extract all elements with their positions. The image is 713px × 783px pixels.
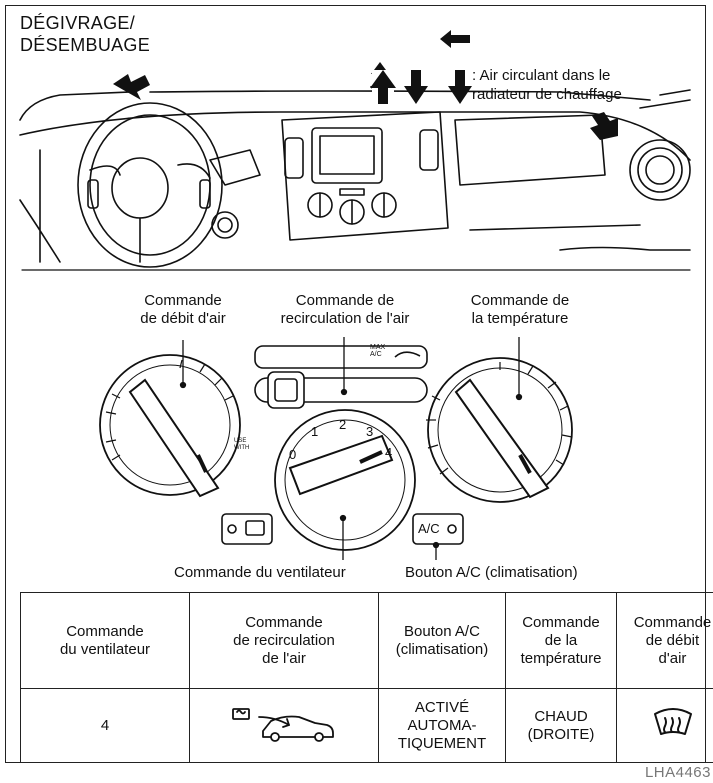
- fan-callout: Commande du ventilateur: [174, 564, 346, 581]
- fan-speed-3: 3: [366, 424, 374, 439]
- fan-dial: [274, 409, 416, 551]
- ac-button-callout: Bouton A/C (climatisation): [405, 564, 578, 581]
- ac-button-label: A/C: [418, 521, 440, 536]
- header-air-flow: Commande de débit d'air: [616, 592, 713, 689]
- recirculation-lever: [254, 345, 428, 409]
- table-header-row: Commande du ventilateur Commande de reci…: [20, 592, 713, 689]
- figure-code: LHA4463: [644, 764, 711, 781]
- header-fan: Commande du ventilateur: [20, 592, 190, 689]
- recirculation-callout: Commande de recirculation de l'air: [280, 292, 410, 327]
- cell-temperature: CHAUD (DROITE): [505, 688, 617, 763]
- arrow-legend-icon: [440, 30, 470, 48]
- use-with-label: USE WITH: [234, 438, 250, 451]
- temperature-callout: Commande de la température: [470, 292, 570, 327]
- fan-speed-2: 2: [339, 417, 347, 432]
- table-row: 4 ACTIVÉ AUTOMA- TIQUEMENT CHAUD (DROITE…: [20, 688, 713, 763]
- fan-speed-4: 4: [385, 445, 393, 460]
- recirculation-icon: [232, 708, 334, 742]
- fan-speed-1: 1: [311, 424, 319, 439]
- cell-air-flow: [616, 688, 713, 763]
- max-ac-label: MAX A/C: [370, 344, 386, 358]
- settings-table: Commande du ventilateur Commande de reci…: [20, 592, 713, 763]
- air-flow-dial: [99, 354, 241, 498]
- header-recirculation: Commande de recirculation de l'air: [189, 592, 379, 689]
- cell-recirculation: [189, 688, 379, 763]
- air-flow-callout: Commande de débit d'air: [140, 292, 226, 327]
- dashboard-illustration: [19, 62, 691, 560]
- defrost-label: DÉGIVRAGE/ DÉSEMBUAGE: [20, 13, 151, 55]
- header-temperature: Commande de la température: [505, 592, 617, 689]
- cell-ac: ACTIVÉ AUTOMA- TIQUEMENT: [378, 688, 506, 763]
- header-ac: Bouton A/C (climatisation): [378, 592, 506, 689]
- defrost-icon: [653, 708, 692, 735]
- cell-fan: 4: [20, 688, 190, 763]
- fan-speed-0: 0: [289, 447, 297, 462]
- figure-frame: [5, 5, 706, 763]
- temperature-dial: [426, 357, 573, 503]
